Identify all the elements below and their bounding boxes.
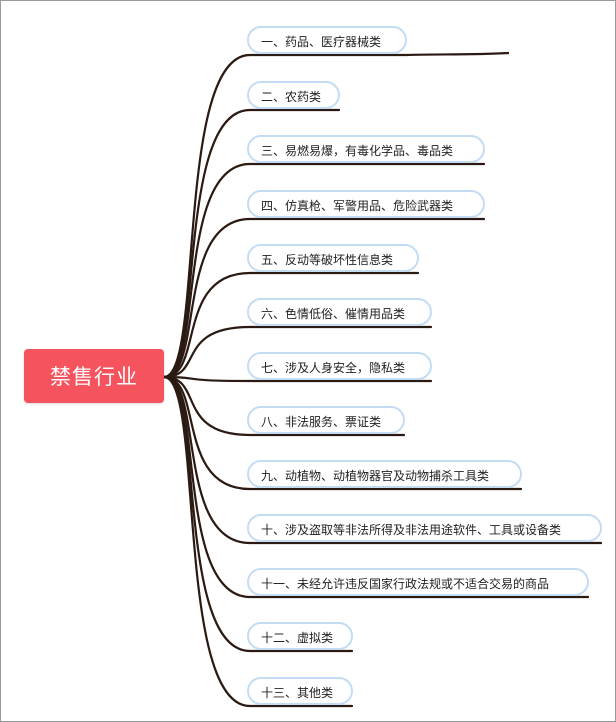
branch-node-2[interactable]: 二、农药类 (247, 81, 340, 109)
connector-line-9 (162, 375, 523, 491)
branch-node-6[interactable]: 六、色情低俗、催情用品类 (247, 298, 432, 326)
branch-node-1[interactable]: 一、药品、医疗器械类 (247, 26, 407, 54)
branch-node-8[interactable]: 八、非法服务、票证类 (247, 406, 405, 434)
connector-line-8 (162, 375, 406, 437)
branch-node-4[interactable]: 四、仿真枪、军警用品、危险武器类 (247, 190, 485, 218)
branch-node-11[interactable]: 十一、未经允许违反国家行政法规或不适合交易的商品 (247, 568, 589, 596)
branch-node-10[interactable]: 十、涉及盗取等非法所得及非法用途软件、工具或设备类 (247, 514, 602, 542)
connector-line-2 (162, 108, 341, 379)
connector-line-5 (162, 271, 420, 379)
branch-node-12[interactable]: 十二、虚拟类 (247, 622, 353, 650)
connector-line-7 (162, 375, 433, 383)
connector-extension (405, 51, 510, 57)
connector-line-3 (162, 162, 486, 379)
branch-node-7[interactable]: 七、涉及人身安全，隐私类 (247, 352, 432, 380)
branch-node-3[interactable]: 三、易燃易爆，有毒化学品、毒品类 (247, 135, 485, 163)
root-node[interactable]: 禁售行业 (24, 349, 164, 403)
connector-line-13 (162, 375, 354, 708)
connector-line-10 (162, 375, 603, 545)
connector-line-6 (162, 325, 433, 379)
branch-node-5[interactable]: 五、反动等破坏性信息类 (247, 244, 419, 272)
branch-node-9[interactable]: 九、动植物、动植物器官及动物捕杀工具类 (247, 460, 522, 488)
connector-line-4 (162, 217, 486, 379)
branch-node-13[interactable]: 十三、其他类 (247, 677, 353, 705)
